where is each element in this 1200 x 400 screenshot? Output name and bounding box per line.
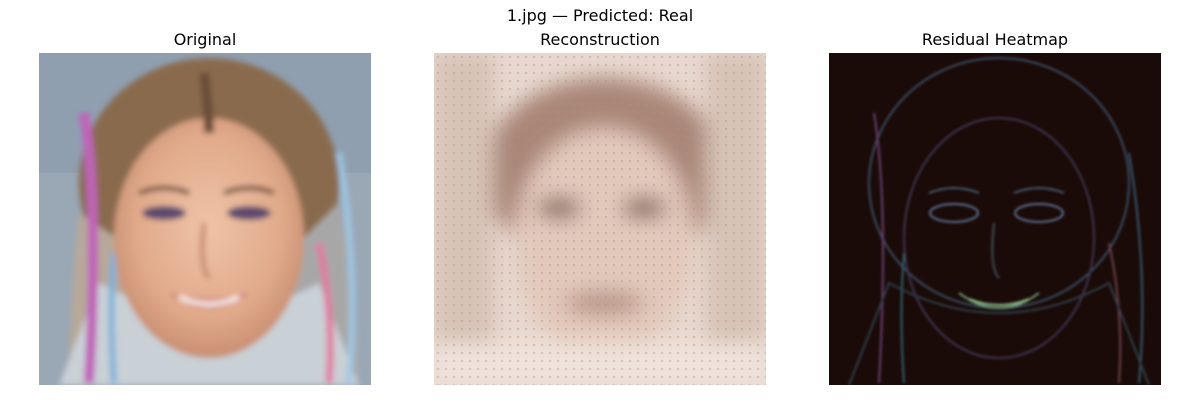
reconstruction-image [434, 53, 766, 385]
reconstruction-panel: Reconstruction [434, 30, 766, 385]
original-image [39, 53, 371, 385]
residual-heatmap-image [829, 53, 1161, 385]
residual-heatmap-title: Residual Heatmap [921, 30, 1069, 49]
reconstruction-title: Reconstruction [540, 30, 660, 49]
original-panel: Original [39, 30, 371, 385]
original-title: Original [173, 30, 237, 49]
figure-suptitle: 1.jpg — Predicted: Real [506, 6, 694, 25]
residual-heatmap-panel: Residual Heatmap [829, 30, 1161, 385]
